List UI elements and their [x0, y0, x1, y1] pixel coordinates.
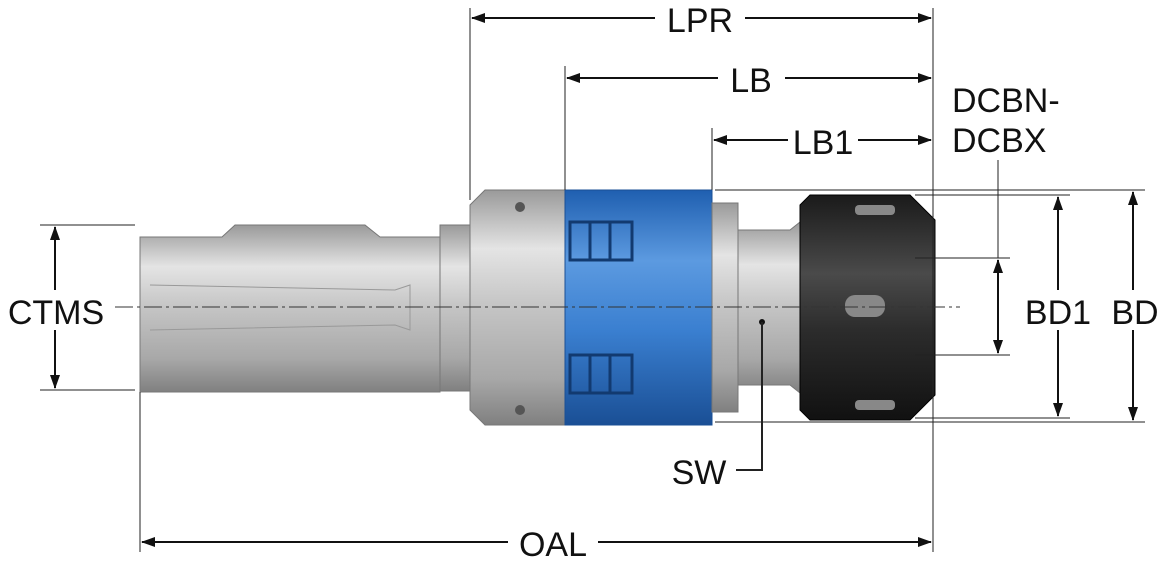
- screw-top: [515, 202, 525, 212]
- lb-label: LB: [730, 62, 772, 100]
- bd1-label: BD1: [1025, 294, 1091, 332]
- sw-leader: [736, 322, 763, 471]
- oal-label: OAL: [519, 526, 587, 564]
- flange-rings: [439, 224, 471, 392]
- lb1-label: LB1: [793, 124, 854, 162]
- tool-body: [139, 189, 936, 426]
- bd-label: BD: [1111, 294, 1158, 332]
- dcbn-label: DCBN-: [952, 82, 1060, 120]
- dcbx-label: DCBX: [952, 122, 1046, 160]
- shank: [139, 224, 441, 393]
- sleeve-slots: [568, 220, 634, 395]
- ctms-label: CTMS: [8, 294, 104, 332]
- lpr-label: LPR: [667, 2, 733, 40]
- screw-bottom: [515, 405, 525, 415]
- nut-slots: [845, 205, 895, 410]
- extension-lines: [40, 8, 1145, 552]
- sw-label: SW: [672, 454, 727, 492]
